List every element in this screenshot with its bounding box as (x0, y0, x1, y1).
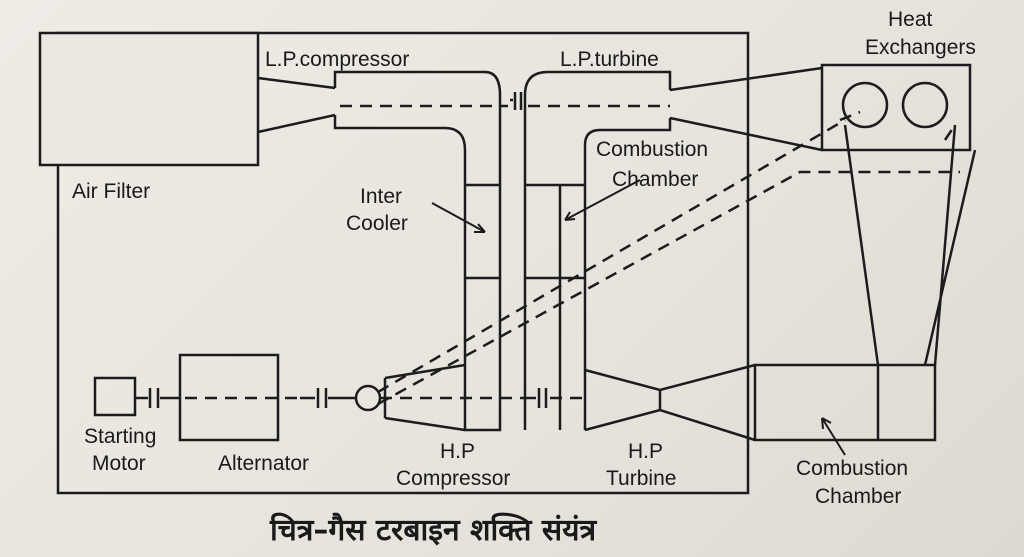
label-alternator: Alternator (218, 452, 310, 475)
label-hp-compressor-2: Compressor (396, 467, 511, 490)
label-heat: Heat (888, 8, 933, 31)
heat-exchanger-coil-2 (901, 81, 949, 129)
shafts (185, 104, 960, 406)
hp-turbine (583, 363, 756, 442)
combustion-lower-box (753, 363, 937, 442)
lp-compressor (257, 76, 336, 134)
label-lp-turbine: L.P.turbine (560, 48, 659, 71)
lp-compressor-duct (333, 70, 502, 432)
main-frame (56, 31, 750, 495)
lp-turbine (669, 66, 823, 152)
shaft-couplings (135, 92, 548, 408)
label-hp-turbine-1: H.P (628, 440, 664, 463)
label-combustion-lower-1: Combustion (796, 457, 909, 480)
label-lp-compressor: L.P.compressor (265, 48, 410, 71)
label-exchangers: Exchangers (865, 36, 976, 59)
starting-motor-box (93, 376, 137, 417)
heat-exchanger-coil-1 (841, 81, 889, 129)
pointer-arrows (431, 179, 846, 456)
coupling-circle (354, 384, 382, 412)
lp-turbine-duct (523, 70, 672, 430)
intercooler (465, 183, 500, 280)
label-combustion-upper-2: Chamber (612, 168, 699, 191)
air-filter-box (38, 31, 260, 167)
label-cooler: Cooler (346, 212, 408, 235)
heat-exchanger-box (820, 63, 972, 152)
label-hp-compressor-1: H.P (440, 440, 476, 463)
label-inter: Inter (360, 185, 403, 208)
label-combustion-upper-1: Combustion (596, 138, 709, 161)
label-motor: Motor (92, 452, 146, 475)
label-combustion-lower-2: Chamber (815, 485, 902, 508)
label-air-filter: Air Filter (72, 180, 151, 203)
label-hp-turbine-2: Turbine (606, 467, 677, 490)
heat-exchanger-links (843, 124, 977, 366)
label-starting: Starting (84, 425, 157, 448)
figure-caption: चित्र–गैस टरबाइन शक्ति संयंत्र (270, 513, 597, 548)
combustion-upper (525, 183, 585, 280)
